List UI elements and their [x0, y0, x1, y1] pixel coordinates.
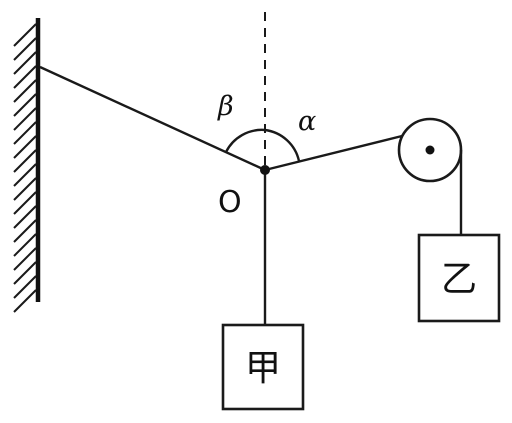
- wall-hatch-stroke: [13, 247, 37, 271]
- wall-hatching: [13, 23, 37, 313]
- wall-hatch-stroke: [13, 275, 37, 299]
- rope-o-to-pulley: [264, 134, 403, 172]
- mass-jia-label: 甲: [245, 348, 281, 389]
- wall-hatch-stroke: [13, 37, 37, 61]
- wall-hatch-stroke: [13, 121, 37, 145]
- mass-yi-box: [417, 233, 501, 323]
- point-o-dot: [260, 165, 270, 175]
- wall-hatch-stroke: [13, 23, 37, 47]
- mass-yi-label: 乙: [441, 259, 477, 300]
- mass-jia-box: [221, 323, 305, 411]
- wall-hatch-stroke: [13, 93, 37, 117]
- wall-hatch-stroke: [13, 65, 37, 89]
- angle-alpha-label: α: [298, 106, 316, 137]
- point-o-label: O: [218, 185, 242, 220]
- angle-beta-arc: [224, 128, 266, 153]
- wall-hatch-stroke: [13, 219, 37, 243]
- wall-hatch-stroke: [13, 79, 37, 103]
- angle-beta-label: β: [217, 91, 234, 122]
- wall-hatch-stroke: [13, 205, 37, 229]
- wall-hatch-stroke: [13, 149, 37, 173]
- wall-hatch-stroke: [13, 107, 37, 131]
- wall-hatch-stroke: [13, 191, 37, 215]
- wall-hatch-stroke: [13, 261, 37, 285]
- pulley-icon: [397, 117, 463, 183]
- wall-hatch-stroke: [13, 233, 37, 257]
- wall-hatch-stroke: [13, 51, 37, 75]
- wall-hatch-stroke: [13, 163, 37, 187]
- wall-hatch-stroke: [13, 135, 37, 159]
- wall-hatch-stroke: [13, 289, 37, 313]
- rope-wall-to-o: [39, 65, 266, 172]
- angle-alpha-arc: [264, 128, 301, 162]
- wall-icon: [13, 18, 41, 313]
- wall-hatch-stroke: [13, 177, 37, 201]
